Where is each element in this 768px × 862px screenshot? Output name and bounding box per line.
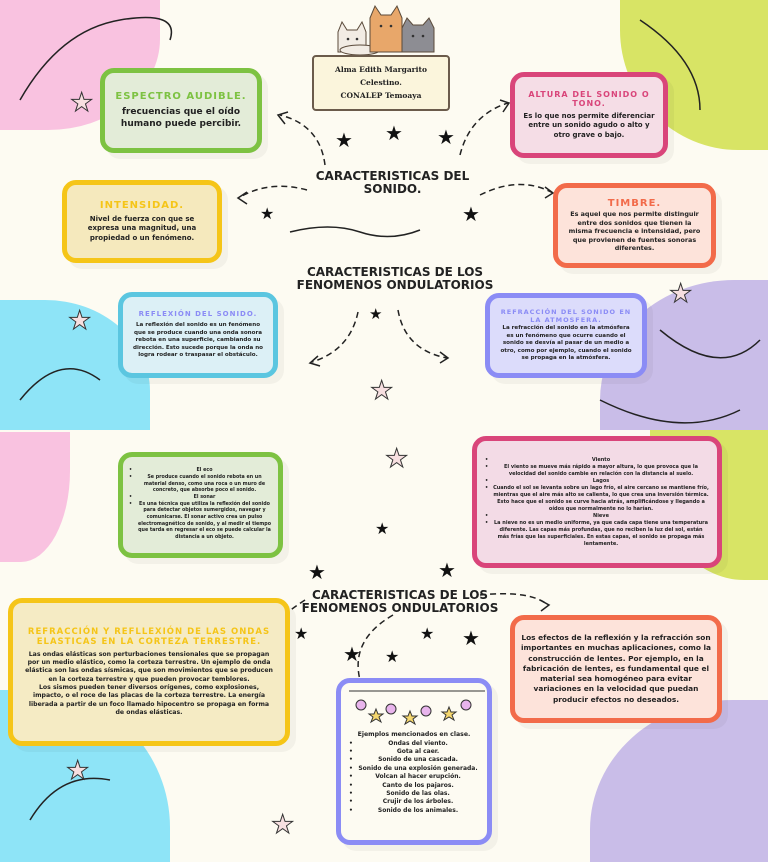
ejemplo-item: Ondas del viento.: [349, 740, 479, 749]
eco-item: Se produce cuando el sonido rebota en un…: [129, 475, 272, 495]
altura-title: ALTURA DEL SONIDO O TONO.: [528, 89, 650, 108]
eco-item: Es una técnica que utiliza la reflexión …: [129, 502, 272, 542]
pink-star-icon: ★: [69, 88, 94, 118]
altura-text: Es lo que nos permite diferenciar entre …: [523, 111, 655, 139]
author-card: Alma Edith Margarito Celestino. CONALEP …: [312, 55, 450, 111]
ejemplo-item: Sonido de una cascada.: [349, 756, 479, 765]
pink-star-icon: ★: [384, 444, 409, 474]
viento-item: Viento: [485, 457, 709, 464]
eco-item: El eco: [129, 468, 272, 475]
author-name: Alma Edith Margarito: [335, 65, 427, 74]
box-intensidad: INTENSIDAD. Nivel de fuerza con que se e…: [62, 180, 222, 263]
box-reflexion: REFLEXIÓN DEL SONIDO. La reflexión del s…: [118, 292, 278, 378]
star-icon: ★: [462, 626, 480, 650]
pink-star-icon: ★: [668, 279, 693, 309]
pink-star-icon: ★: [67, 306, 92, 336]
ejemplo-item: Sonido de los animales.: [349, 807, 479, 816]
star-icon: ★: [462, 202, 480, 226]
star-icon: ★: [369, 305, 383, 323]
title-sonido: CARACTERISTICAS DEL SONIDO.: [315, 169, 470, 197]
viento-item: Lagos: [485, 478, 709, 485]
refraccion-title: REFRACCIÓN DEL SONIDO EN LA ATMOSFERA.: [500, 308, 632, 325]
box-timbre: TIMBRE. Es aquel que nos permite disting…: [553, 183, 716, 268]
viento-item: La nieve no es un medio uniforme, ya que…: [485, 520, 709, 548]
star-icon: ★: [260, 204, 275, 223]
author-name-2: Celestino.: [360, 78, 402, 88]
reflexion-text: La reflexión del sonido es un fenómeno q…: [132, 322, 264, 359]
intensidad-title: INTENSIDAD.: [99, 199, 185, 211]
elasticas-title: REFRACCIÓN Y REFLLEXIÓN DE LAS ONDAS ELA…: [27, 626, 271, 647]
box-ejemplos: Ejemplos mencionados en clase. Ondas del…: [336, 678, 492, 845]
intensidad-text: Nivel de fuerza con que se expresa una m…: [87, 214, 197, 242]
ejemplo-item: Sonido de una explosión generada.: [349, 765, 479, 774]
star-icon: ★: [437, 125, 455, 149]
timbre-text: Es aquel que nos permite distinguir entr…: [568, 209, 701, 253]
espectro-text: frecuencias que el oído humano puede per…: [120, 106, 242, 129]
star-icon: ★: [438, 558, 456, 582]
eco-item: El sonar: [129, 495, 272, 502]
ejemplo-item: Sonido de las olas.: [349, 790, 479, 799]
elasticas-text-2: Los sismos pueden tener diversos orígene…: [28, 684, 270, 717]
pink-star-icon: ★: [65, 756, 90, 786]
star-icon: ★: [335, 128, 353, 152]
box-eco-sonar: El eco Se produce cuando el sonido rebot…: [118, 452, 283, 558]
viento-item: El viento se mueve más rápido a mayor al…: [485, 464, 709, 478]
star-icon: ★: [308, 560, 326, 584]
ejemplo-item: Volcan al hacer erupción.: [349, 773, 479, 782]
refraccion-text: La refracción del sonido en la atmósfera…: [500, 325, 632, 362]
viento-item: Nieve: [485, 513, 709, 520]
ejemplo-item: Canto de los pajaros.: [349, 782, 479, 791]
ejemplo-item: Crujir de los árboles.: [349, 798, 479, 807]
box-altura: ALTURA DEL SONIDO O TONO. Es lo que nos …: [510, 72, 668, 158]
pink-star-icon: ★: [369, 376, 394, 406]
elasticas-text-1: Las ondas elásticas son perturbaciones t…: [25, 650, 273, 683]
reflexion-title: REFLEXIÓN DEL SONIDO.: [138, 310, 258, 319]
espectro-title: ESPECTRO AUDIBLE.: [115, 90, 247, 102]
box-refraccion-atmosfera: REFRACCIÓN DEL SONIDO EN LA ATMOSFERA. L…: [485, 293, 647, 378]
ejemplos-heading: Ejemplos mencionados en clase.: [357, 731, 471, 738]
box-efectos: Los efectos de la reflexión y la refracc…: [510, 615, 722, 723]
star-icon: ★: [343, 642, 361, 666]
author-school: CONALEP Temoaya: [340, 91, 422, 101]
viento-item: Cuando el sol se levanta sobre un lago f…: [485, 485, 709, 513]
star-icon: ★: [420, 624, 435, 643]
star-icon: ★: [375, 519, 390, 538]
box-espectro-audible: ESPECTRO AUDIBLE. frecuencias que el oíd…: [100, 68, 262, 153]
efectos-text: Los efectos de la reflexión y la refracc…: [520, 633, 712, 704]
box-viento-lagos-nieve: Viento El viento se mueve más rápido a m…: [472, 436, 722, 568]
star-icon: ★: [385, 647, 400, 666]
title-ondulatorios: CARACTERISTICAS DE LOS FENOMENOS ONDULAT…: [296, 265, 494, 293]
star-icon: ★: [385, 121, 403, 145]
pink-star-icon: ★: [270, 810, 295, 840]
garland-decoration: [349, 690, 485, 726]
title-ondulatorios-2: CARACTERISTICAS DE LOS FENOMENOS ONDULAT…: [301, 588, 499, 616]
timbre-title: TIMBRE.: [607, 197, 662, 209]
cats-illustration: [337, 4, 435, 55]
star-icon: ★: [294, 624, 309, 643]
box-ondas-elasticas: REFRACCIÓN Y REFLLEXIÓN DE LAS ONDAS ELA…: [8, 598, 290, 746]
ejemplo-item: Gota al caer.: [349, 748, 479, 757]
